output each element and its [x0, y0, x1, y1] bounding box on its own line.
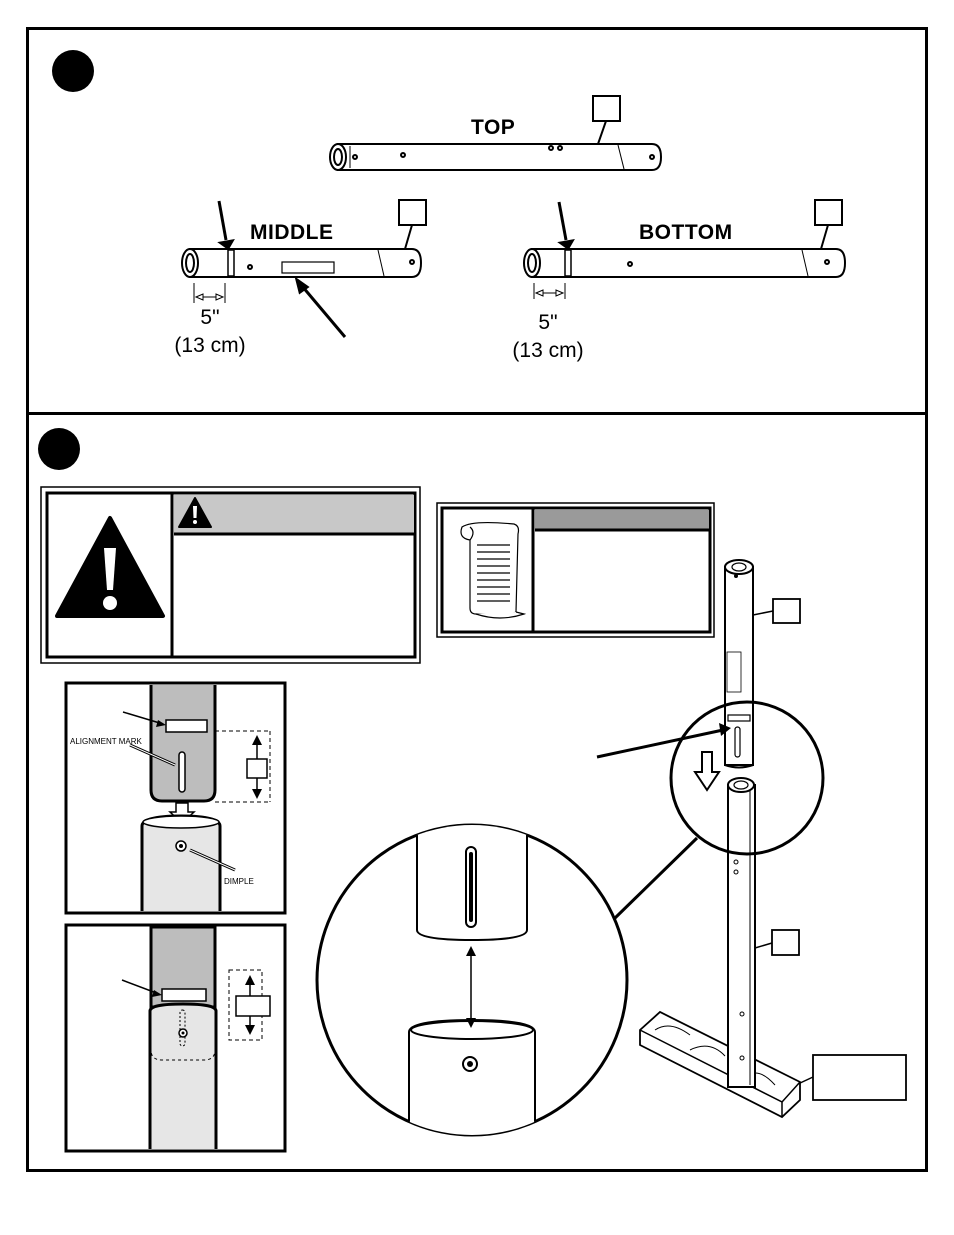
lower-pole-part-box — [771, 929, 800, 956]
middle-measure-inches: 5" — [200, 306, 220, 329]
bottom-pole — [531, 248, 847, 278]
bottom-label: BOTTOM — [639, 221, 733, 244]
step-2-number-dot — [38, 428, 80, 470]
bottom-measure-inches: 5" — [538, 311, 558, 334]
top-label: TOP — [471, 116, 516, 139]
middle-part-box — [398, 199, 427, 226]
upper-pole-part-box — [772, 598, 801, 624]
middle-label: MIDDLE — [250, 221, 334, 244]
ground-anchor-board — [639, 1010, 801, 1119]
alignment-mark-label: ALIGNMENT MARK — [70, 737, 142, 746]
magnified-detail — [315, 823, 629, 1137]
manual-page-icon — [460, 521, 527, 619]
top-pole — [337, 143, 663, 171]
step-2-panel — [26, 412, 928, 1172]
warning-box — [40, 486, 421, 664]
bottom-measure-cm: (13 cm) — [512, 339, 584, 362]
middle-measure-cm: (13 cm) — [174, 334, 246, 357]
note-box — [436, 502, 715, 638]
anchor-part-box — [812, 1054, 907, 1101]
bottom-part-box — [814, 199, 843, 226]
top-part-box — [592, 95, 621, 122]
inset-alignment — [64, 681, 287, 915]
pole-assembly — [596, 559, 907, 1119]
inset-assembled — [64, 923, 287, 1153]
dimple-label: DIMPLE — [224, 877, 254, 886]
step-1-number-dot — [52, 50, 94, 92]
